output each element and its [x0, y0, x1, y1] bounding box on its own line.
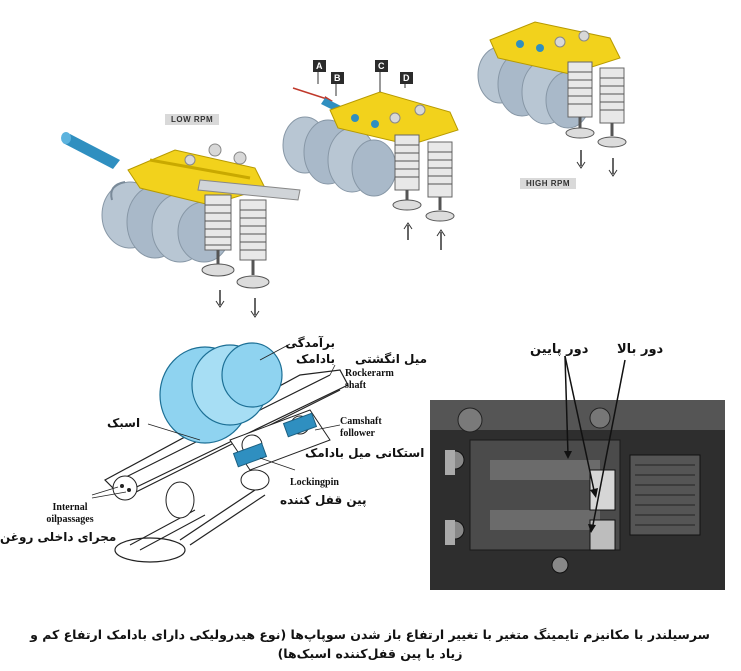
valves [114, 481, 266, 563]
valve-springs [201, 194, 270, 289]
label-lockingpin-fa: پین قفل کننده [280, 493, 367, 507]
label-rockerarm-fa: میل انگشتی [355, 352, 428, 366]
top-illustration: A B C D LOW RPM HIGH RPM [0, 0, 741, 330]
figure-caption: سرسیلندر با مکانیزم تایمینگ متغیر با تغی… [30, 627, 710, 661]
marker-a: A [313, 60, 326, 72]
marker-c: C [375, 60, 388, 72]
label-camshaft-lobe: برآمدگی بادامک [283, 335, 335, 367]
label-rockerarm-en: Rockerarm shaft [345, 368, 394, 391]
label-follower-fa: استکانی میل بادامک [305, 446, 425, 460]
high-rpm-label: HIGH RPM [520, 178, 576, 189]
photo-panel [430, 400, 725, 590]
rocker-assembly [229, 409, 331, 491]
cutaway-diagram: برآمدگی بادامک میل انگشتی Rockerarm shaf… [0, 330, 427, 590]
label-camshaft-lobe-text: برآمدگی بادامک [285, 336, 335, 366]
label-asbak: اسبک [107, 416, 141, 430]
oil-feed-pin [61, 132, 120, 169]
label-follower-en: Camshaft follower [340, 416, 382, 439]
label-high-rpm-fa: دور بالا [617, 342, 664, 357]
marker-b: B [331, 72, 344, 84]
cylinder-head-photo [430, 400, 725, 590]
label-lockingpin-en: Lockingpin [290, 477, 339, 488]
low-rpm-label: LOW RPM [165, 114, 220, 125]
marker-d: D [400, 72, 413, 84]
label-internal-fa: مجرای داخلی روغن [0, 530, 117, 544]
cam-lobes [159, 342, 283, 444]
label-internal-en: Internal oilpassages [46, 502, 94, 525]
engine-stage-high-rpm [477, 21, 627, 177]
engine-stage-low-rpm [61, 21, 627, 318]
engine-stage-transition [282, 72, 459, 250]
label-low-rpm-fa: دور پایین [530, 342, 589, 357]
camshaft-cutaway-drawing [91, 342, 349, 563]
